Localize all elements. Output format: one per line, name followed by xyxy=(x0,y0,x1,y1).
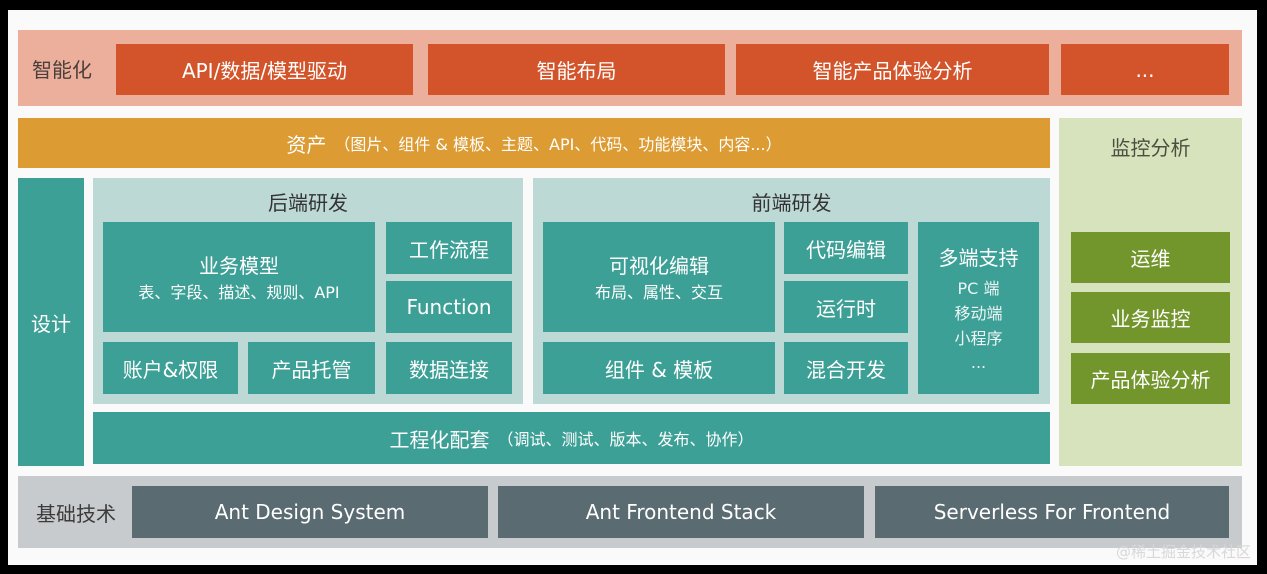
visual-edit-box: 可视化编辑 布局、属性、交互 xyxy=(543,222,775,332)
workflow-box: 工作流程 xyxy=(386,222,512,274)
monitor-item-experience: 产品体验分析 xyxy=(1071,353,1230,404)
multi-end-more: ... xyxy=(970,353,987,373)
backend-title: 后端研发 xyxy=(268,190,348,215)
engineering-bar: 工程化配套 （调试、测试、版本、发布、协作） xyxy=(93,412,1050,464)
multi-end-box: 多端支持 PC 端 移动端 小程序 ... xyxy=(918,222,1039,394)
ai-item-more: ... xyxy=(1061,44,1229,95)
multi-end-pc: PC 端 xyxy=(957,278,1000,298)
monitoring-column: 监控分析 运维 业务监控 产品体验分析 xyxy=(1059,118,1242,466)
multi-end-mobile: 移动端 xyxy=(954,303,1003,323)
data-connection-box: 数据连接 xyxy=(386,342,512,394)
assets-detail: （图片、组件 & 模板、主题、API、代码、功能模块、内容...） xyxy=(334,135,782,154)
watermark: @稀土掘金技术社区 xyxy=(1115,543,1251,561)
business-model-box: 业务模型 表、字段、描述、规则、API xyxy=(103,222,375,332)
monitor-item-business: 业务监控 xyxy=(1071,292,1230,343)
function-box: Function xyxy=(386,281,512,333)
business-model-title: 业务模型 xyxy=(199,254,279,279)
components-templates-box: 组件 & 模板 xyxy=(543,342,775,394)
engineering-detail: （调试、测试、版本、发布、协作） xyxy=(497,430,754,449)
intelligence-label: 智能化 xyxy=(32,57,92,82)
monitoring-title: 监控分析 xyxy=(1110,135,1191,160)
intelligence-row: 智能化 API/数据/模型驱动 智能布局 智能产品体验分析 ... xyxy=(18,30,1242,106)
foundation-label: 基础技术 xyxy=(36,501,116,526)
visual-edit-title: 可视化编辑 xyxy=(609,254,709,279)
foundation-frontend-stack: Ant Frontend Stack xyxy=(498,486,864,538)
ai-item-data-driven: API/数据/模型驱动 xyxy=(116,44,413,95)
assets-bar: 资产 （图片、组件 & 模板、主题、API、代码、功能模块、内容...） xyxy=(18,118,1050,168)
foundation-ant-design: Ant Design System xyxy=(132,486,488,538)
ai-item-experience-analysis: 智能产品体验分析 xyxy=(736,44,1049,95)
account-permission-box: 账户&权限 xyxy=(103,342,238,394)
product-hosting-box: 产品托管 xyxy=(248,342,375,394)
code-edit-box: 代码编辑 xyxy=(784,222,908,274)
assets-label: 资产 xyxy=(286,132,327,157)
backend-panel: 后端研发 业务模型 表、字段、描述、规则、API 工作流程 Function 账… xyxy=(93,178,523,404)
engineering-label: 工程化配套 xyxy=(389,427,490,452)
runtime-box: 运行时 xyxy=(784,281,908,333)
architecture-diagram: 智能化 API/数据/模型驱动 智能布局 智能产品体验分析 ... 资产 （图片… xyxy=(8,10,1257,565)
frontend-panel: 前端研发 可视化编辑 布局、属性、交互 代码编辑 运行时 组件 & 模板 混合开… xyxy=(533,178,1050,404)
visual-edit-detail: 布局、属性、交互 xyxy=(594,283,723,303)
multi-end-title: 多端支持 xyxy=(938,245,1019,270)
design-column: 设计 xyxy=(18,178,84,466)
monitor-item-ops: 运维 xyxy=(1071,232,1230,283)
multi-end-miniprogram: 小程序 xyxy=(954,328,1003,348)
hybrid-dev-box: 混合开发 xyxy=(784,342,908,394)
foundation-serverless: Serverless For Frontend xyxy=(875,486,1229,538)
ai-item-smart-layout: 智能布局 xyxy=(428,44,725,95)
foundation-row: 基础技术 Ant Design System Ant Frontend Stac… xyxy=(18,476,1242,548)
frontend-title: 前端研发 xyxy=(751,190,832,215)
business-model-detail: 表、字段、描述、规则、API xyxy=(138,283,340,303)
